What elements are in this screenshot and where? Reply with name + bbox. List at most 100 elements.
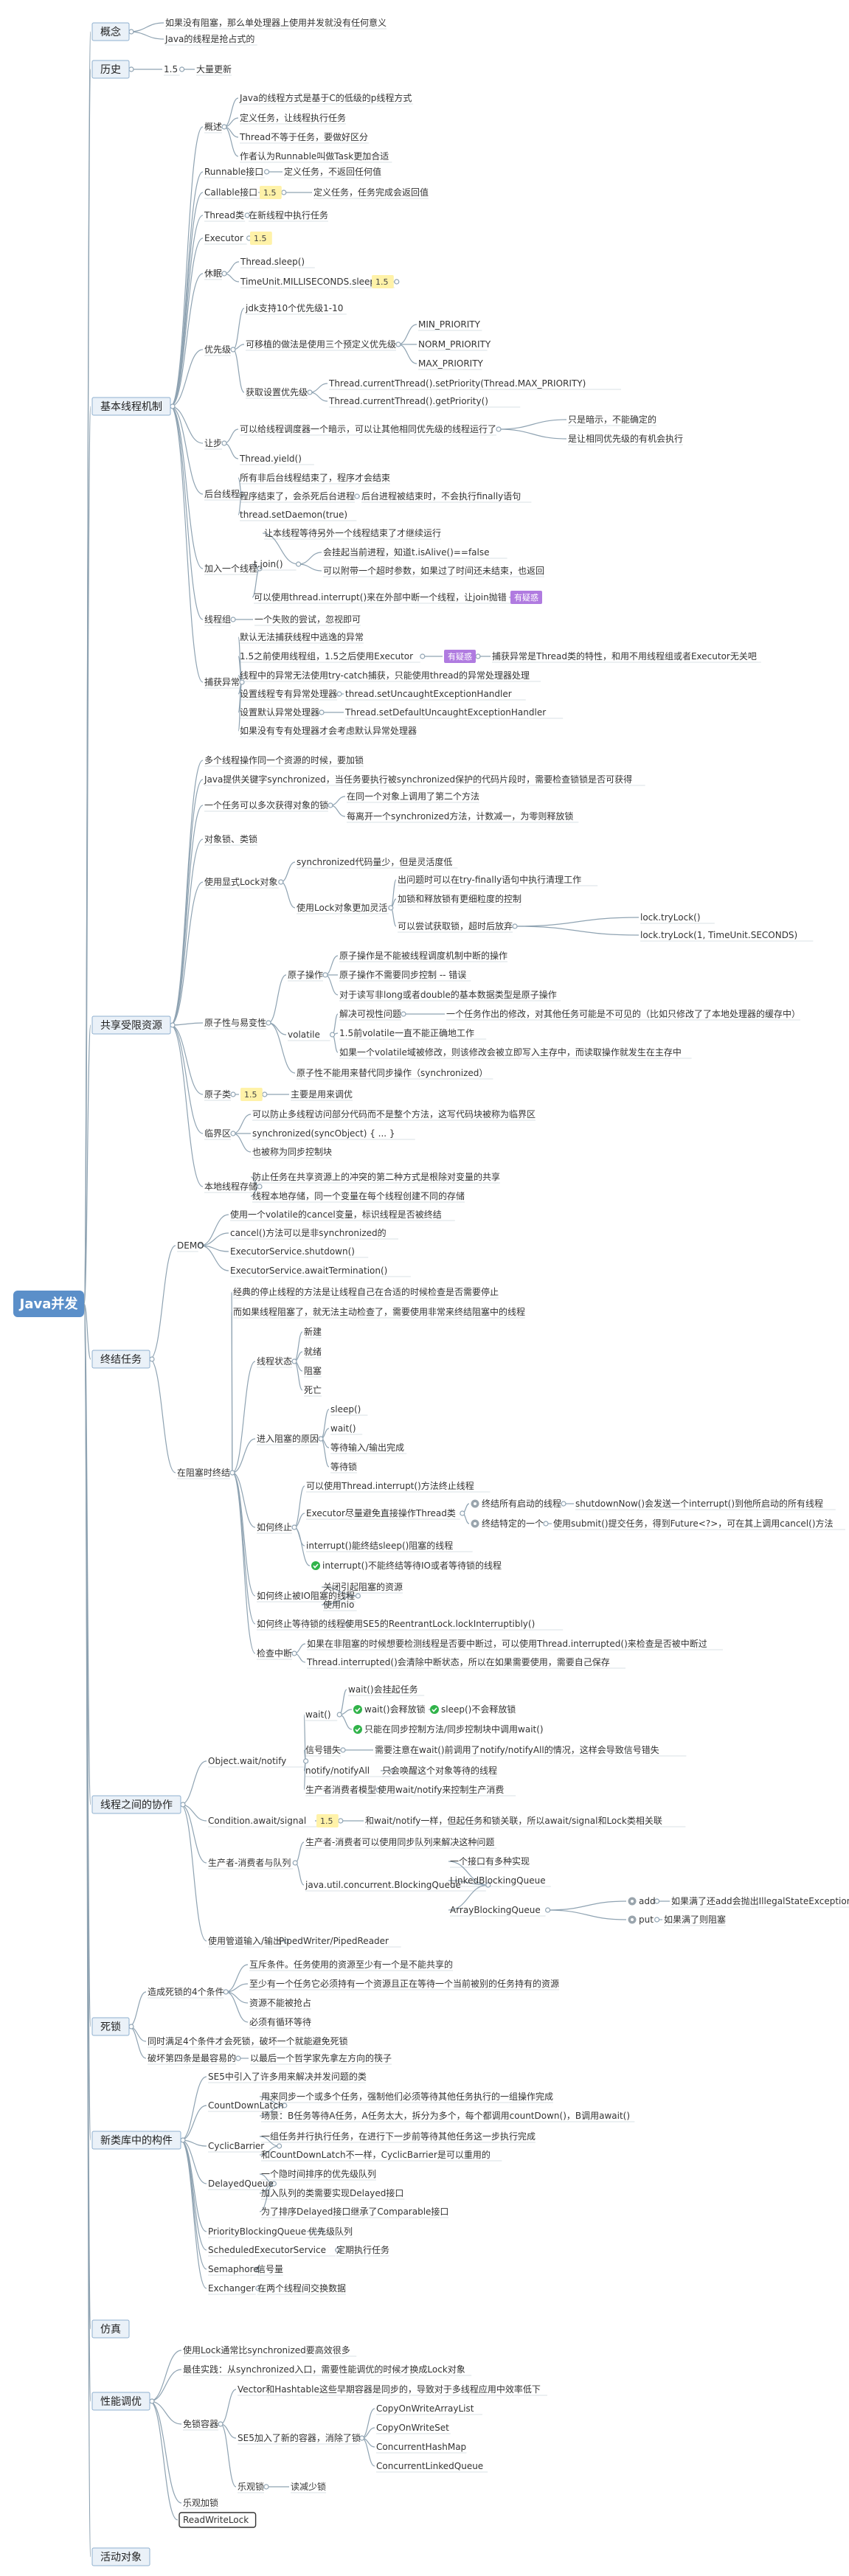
collapse-toggle-n109[interactable] (291, 1358, 297, 1364)
collapse-toggle-n44[interactable] (257, 566, 263, 572)
collapse-toggle-n147[interactable] (375, 1787, 381, 1793)
node-label[interactable]: synchronized代码量少，但是灵活度低 (297, 856, 452, 867)
node-label[interactable]: 线程本地存储，同一个变量在每个线程创建不同的存储 (252, 1190, 465, 1201)
node-label[interactable]: synchronized(syncObject) { ... } (252, 1128, 395, 1139)
collapse-toggle-n199[interactable] (359, 2435, 365, 2441)
node-label[interactable]: 如果满了则阻塞 (664, 1914, 726, 1925)
collapse-toggle-n21[interactable] (221, 271, 227, 277)
collapse-toggle-n3[interactable] (128, 66, 134, 72)
collapse-toggle-n145[interactable] (389, 1768, 395, 1774)
node-label[interactable]: 新建 (304, 1326, 322, 1337)
node-label[interactable]: 使用submit()提交任务，得到Future<?>，可在其上调用cancel(… (553, 1518, 834, 1529)
category-box-n100[interactable] (91, 1350, 150, 1369)
node-label[interactable]: Thread.setDefaultUncaughtExceptionHandle… (344, 707, 546, 718)
node-label[interactable]: 获取设置优先级 (246, 387, 308, 397)
collapse-toggle-n119[interactable] (291, 1524, 297, 1530)
node-label[interactable]: Runnable接口 (204, 166, 263, 177)
node-label[interactable]: DEMO (177, 1240, 204, 1251)
node-label[interactable]: 主要是用来调优 (291, 1089, 353, 1100)
node-label[interactable]: 经典的停止线程的方法是让线程自己在合适的时候检查是否需要停止 (233, 1286, 499, 1297)
node-label[interactable]: 防止任务在共享资源上的冲突的第二种方式是根除对变量的共享 (252, 1171, 500, 1182)
node-label[interactable]: 捕获异常是Thread类的特性，和用不用线程组或者Executor无关吧 (492, 650, 757, 662)
node-label[interactable]: 如果满了还add会抛出IllegalStateException (671, 1895, 849, 1906)
selected-node-box[interactable] (179, 2512, 257, 2528)
node-label[interactable]: 如何终止等待锁的线程 (257, 1618, 345, 1629)
collapse-toggle-n138[interactable] (336, 1712, 342, 1718)
collapse-toggle-n185[interactable] (319, 2229, 325, 2235)
node-label[interactable]: 可以使用thread.interrupt()来在外部中断一个线程，让join抛错 (254, 591, 507, 603)
node-label[interactable]: Thread不等于任务，要做好区分 (239, 131, 368, 142)
node-label[interactable]: 优先级 (204, 344, 231, 355)
node-label[interactable]: Exchanger (208, 2283, 255, 2294)
node-label[interactable]: notify/notifyAll (305, 1766, 370, 1776)
node-label[interactable]: MIN_PRIORITY (418, 319, 481, 330)
node-label[interactable]: 每离开一个synchronized方法，计数减一，为零则释放锁 (347, 810, 573, 822)
node-label[interactable]: Executor (204, 233, 243, 243)
node-label[interactable]: 乐观锁 (238, 2481, 264, 2492)
node-label[interactable]: 造成死锁的4个条件 (148, 1986, 224, 1997)
node-label[interactable]: 如果没有专有处理器才会考虑默认异常处理器 (240, 725, 417, 736)
node-label[interactable]: java.util.concurrent.BlockingQueue (305, 1880, 461, 1890)
node-label[interactable]: Condition.await/signal (208, 1816, 306, 1826)
node-label[interactable]: 使用Lock对象更加灵活 (297, 902, 387, 913)
node-label[interactable]: 让步 (204, 438, 222, 448)
node-label[interactable]: 设置默认异常处理器 (240, 707, 319, 718)
node-label[interactable]: 一组任务并行执行任务，在进行下一步前等待其他任务这一步执行完成 (261, 2131, 536, 2142)
node-label[interactable]: 原子性与易变性 (204, 1017, 266, 1028)
collapse-toggle-n34[interactable] (221, 440, 227, 446)
node-label[interactable]: PriorityBlockingQueue (208, 2226, 306, 2237)
node-label[interactable]: CopyOnWriteArrayList (376, 2403, 474, 2414)
node-label[interactable]: DelayedQueue (208, 2179, 274, 2189)
node-label[interactable]: 后台进程被结束时，不会执行finally语句 (361, 490, 521, 501)
node-label[interactable]: 阻塞 (304, 1365, 322, 1376)
node-label[interactable]: 1.5之前使用线程组，1.5之后使用Executor (240, 650, 413, 662)
node-label[interactable]: 解决可视性问题 (339, 1008, 401, 1019)
collapse-toggle-n197[interactable] (218, 2421, 223, 2427)
node-label[interactable]: 进入阻塞的原因 (257, 1433, 319, 1444)
node-label[interactable]: TimeUnit.MILLISECONDS.sleep() (240, 277, 382, 287)
node-label[interactable]: 原子操作 (288, 969, 323, 980)
node-label[interactable]: Object.wait/notify (208, 1756, 286, 1766)
node-label[interactable]: 最佳实践：从synchronized入口，需要性能调优的时候才换成Lock对象 (183, 2364, 465, 2375)
node-label[interactable]: lock.tryLock() (640, 912, 701, 923)
node-label[interactable]: Java提供关键字synchronized，当任务要执行被synchronize… (204, 774, 632, 785)
node-label[interactable]: 同时满足4个条件才会死锁，破坏一个就能避免死锁 (148, 2035, 348, 2046)
node-label[interactable]: 在阻塞时终结 (177, 1467, 230, 1478)
node-label[interactable]: 破坏第四条是最容易的 (148, 2052, 236, 2063)
collapse-toggle-n93[interactable] (230, 1131, 236, 1136)
node-label[interactable]: 乐观加锁 (183, 2497, 218, 2508)
node-label[interactable]: 出问题时可以在try-finally语句中执行清理工作 (398, 874, 581, 885)
collapse-toggle-n84[interactable] (330, 1032, 336, 1038)
category-box-n164[interactable] (91, 2017, 130, 2036)
collapse-toggle-n4[interactable] (179, 66, 185, 72)
node-label[interactable]: wait() (305, 1709, 331, 1720)
collapse-toggle-n76[interactable] (512, 923, 518, 929)
node-label[interactable]: Thread.interrupted()会清除中断状态，所以在如果需要使用，需要… (306, 1656, 610, 1667)
node-label[interactable]: 为了排序Delayed接口继承了Comparable接口 (261, 2206, 448, 2217)
node-label[interactable]: ExecutorService.shutdown() (230, 1246, 355, 1257)
node-label[interactable]: 1.5前volatile一直不能正确地工作 (339, 1027, 474, 1038)
collapse-toggle-n64[interactable] (170, 1022, 176, 1028)
collapse-toggle-n25[interactable] (230, 347, 236, 353)
node-label[interactable]: 原子操作不需要同步控制 -- 错误 (339, 969, 466, 980)
node-label[interactable]: 概述 (204, 122, 222, 132)
collapse-toggle-n162[interactable] (283, 1938, 289, 1944)
collapse-toggle-n137[interactable] (303, 1758, 309, 1764)
node-label[interactable]: 场景：B任务等待A任务，A任务太大，拆分为多个，每个都调用countDown()… (261, 2110, 630, 2121)
collapse-toggle-n59[interactable] (336, 691, 342, 697)
node-label[interactable]: 对象锁、类锁 (204, 833, 257, 844)
node-label[interactable]: 定义任务，任务完成会返回值 (313, 187, 429, 198)
category-box-n193[interactable] (91, 2319, 130, 2339)
node-label[interactable]: 需要注意在wait()前调用了notify/notifyAll的情况，这样会导致… (375, 1744, 659, 1755)
node-label[interactable]: 会挂起当前进程，知道t.isAlive()==false (323, 546, 490, 558)
node-label[interactable]: SE5中引入了许多用来解决并发问题的类 (208, 2071, 367, 2082)
node-label[interactable]: 检查中断 (257, 1648, 292, 1659)
node-label[interactable]: 一个任务作出的修改，对其他任务可能是不可见的（比如只修改了了本地处理器的缓存中） (446, 1008, 800, 1019)
node-label[interactable]: 定期执行任务 (336, 2244, 389, 2255)
collapse-toggle-n71[interactable] (278, 879, 284, 885)
collapse-toggle-n152[interactable] (292, 1860, 298, 1866)
node-label[interactable]: 一个接口有多种实现 (450, 1855, 530, 1867)
node-label[interactable]: 至少有一个任务它必须持有一个资源且正在等待一个当前被别的任务持有的资源 (249, 1978, 559, 1989)
node-label[interactable]: 程序结束了，会杀死后台进程 (240, 490, 355, 501)
node-label[interactable]: 免锁容器 (183, 2418, 218, 2429)
